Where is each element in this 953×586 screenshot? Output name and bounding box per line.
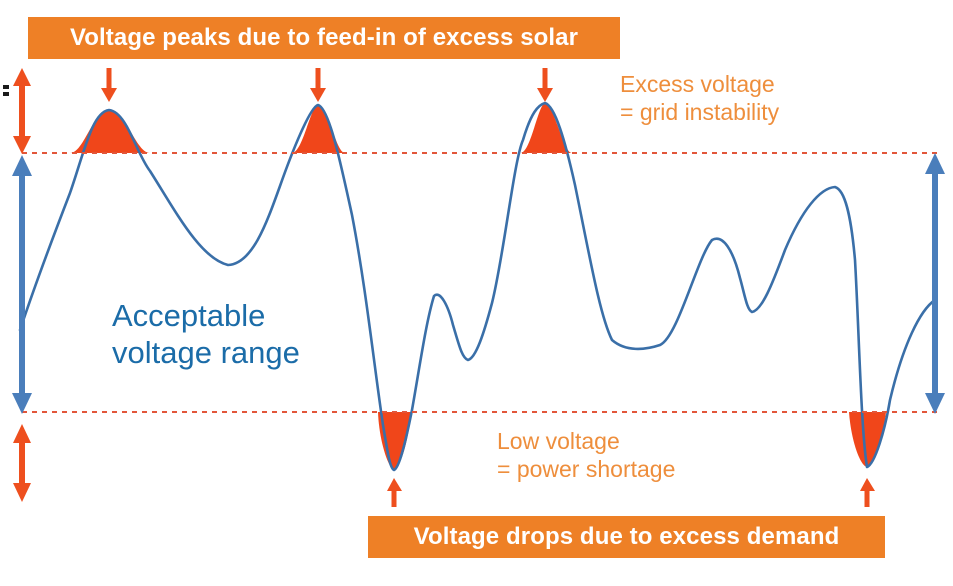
peak-callout-arrows [101,68,553,102]
down-arrow-icon-1 [101,68,117,102]
acceptable-range-arrow-left [12,155,32,414]
voltage-curve [18,101,937,472]
down-arrow-icon-2 [310,68,326,102]
excess-voltage-note: Excess voltage = grid instability [620,70,779,126]
low-voltage-note-line2: = power shortage [497,456,676,482]
excess-voltage-note-line1: Excess voltage [620,71,775,97]
acceptable-range-label: Acceptable voltage range [112,297,300,371]
up-arrow-icon-2 [860,478,875,507]
low-voltage-fill-group [378,412,886,470]
trough-fill-2 [849,412,886,467]
peak-fill-1 [70,110,150,153]
low-voltage-range-arrow [13,424,31,502]
peak-fill-2 [292,105,345,153]
drops-callout-text: Voltage drops due to excess demand [413,523,840,550]
acceptable-range-label-line2: voltage range [112,335,300,370]
up-arrow-icon-1 [387,478,402,507]
trough-callout-arrows [387,478,875,507]
drops-callout-banner: Voltage drops due to excess demand [368,516,885,558]
trough-fill-1 [378,412,411,470]
low-voltage-note-line1: Low voltage [497,428,620,454]
acceptable-range-label-line1: Acceptable [112,298,266,333]
excess-voltage-range-arrow [13,68,31,154]
excess-voltage-fill-group [70,103,572,153]
acceptable-range-arrow-right [925,153,945,414]
low-voltage-note: Low voltage = power shortage [497,427,675,483]
left-edge-crop-mark [3,85,9,98]
down-arrow-icon-3 [537,68,553,102]
peaks-callout-banner: Voltage peaks due to feed-in of excess s… [28,17,620,59]
peaks-callout-text: Voltage peaks due to feed-in of excess s… [69,24,579,51]
excess-voltage-note-line2: = grid instability [620,99,780,125]
peak-fill-3 [521,103,572,153]
